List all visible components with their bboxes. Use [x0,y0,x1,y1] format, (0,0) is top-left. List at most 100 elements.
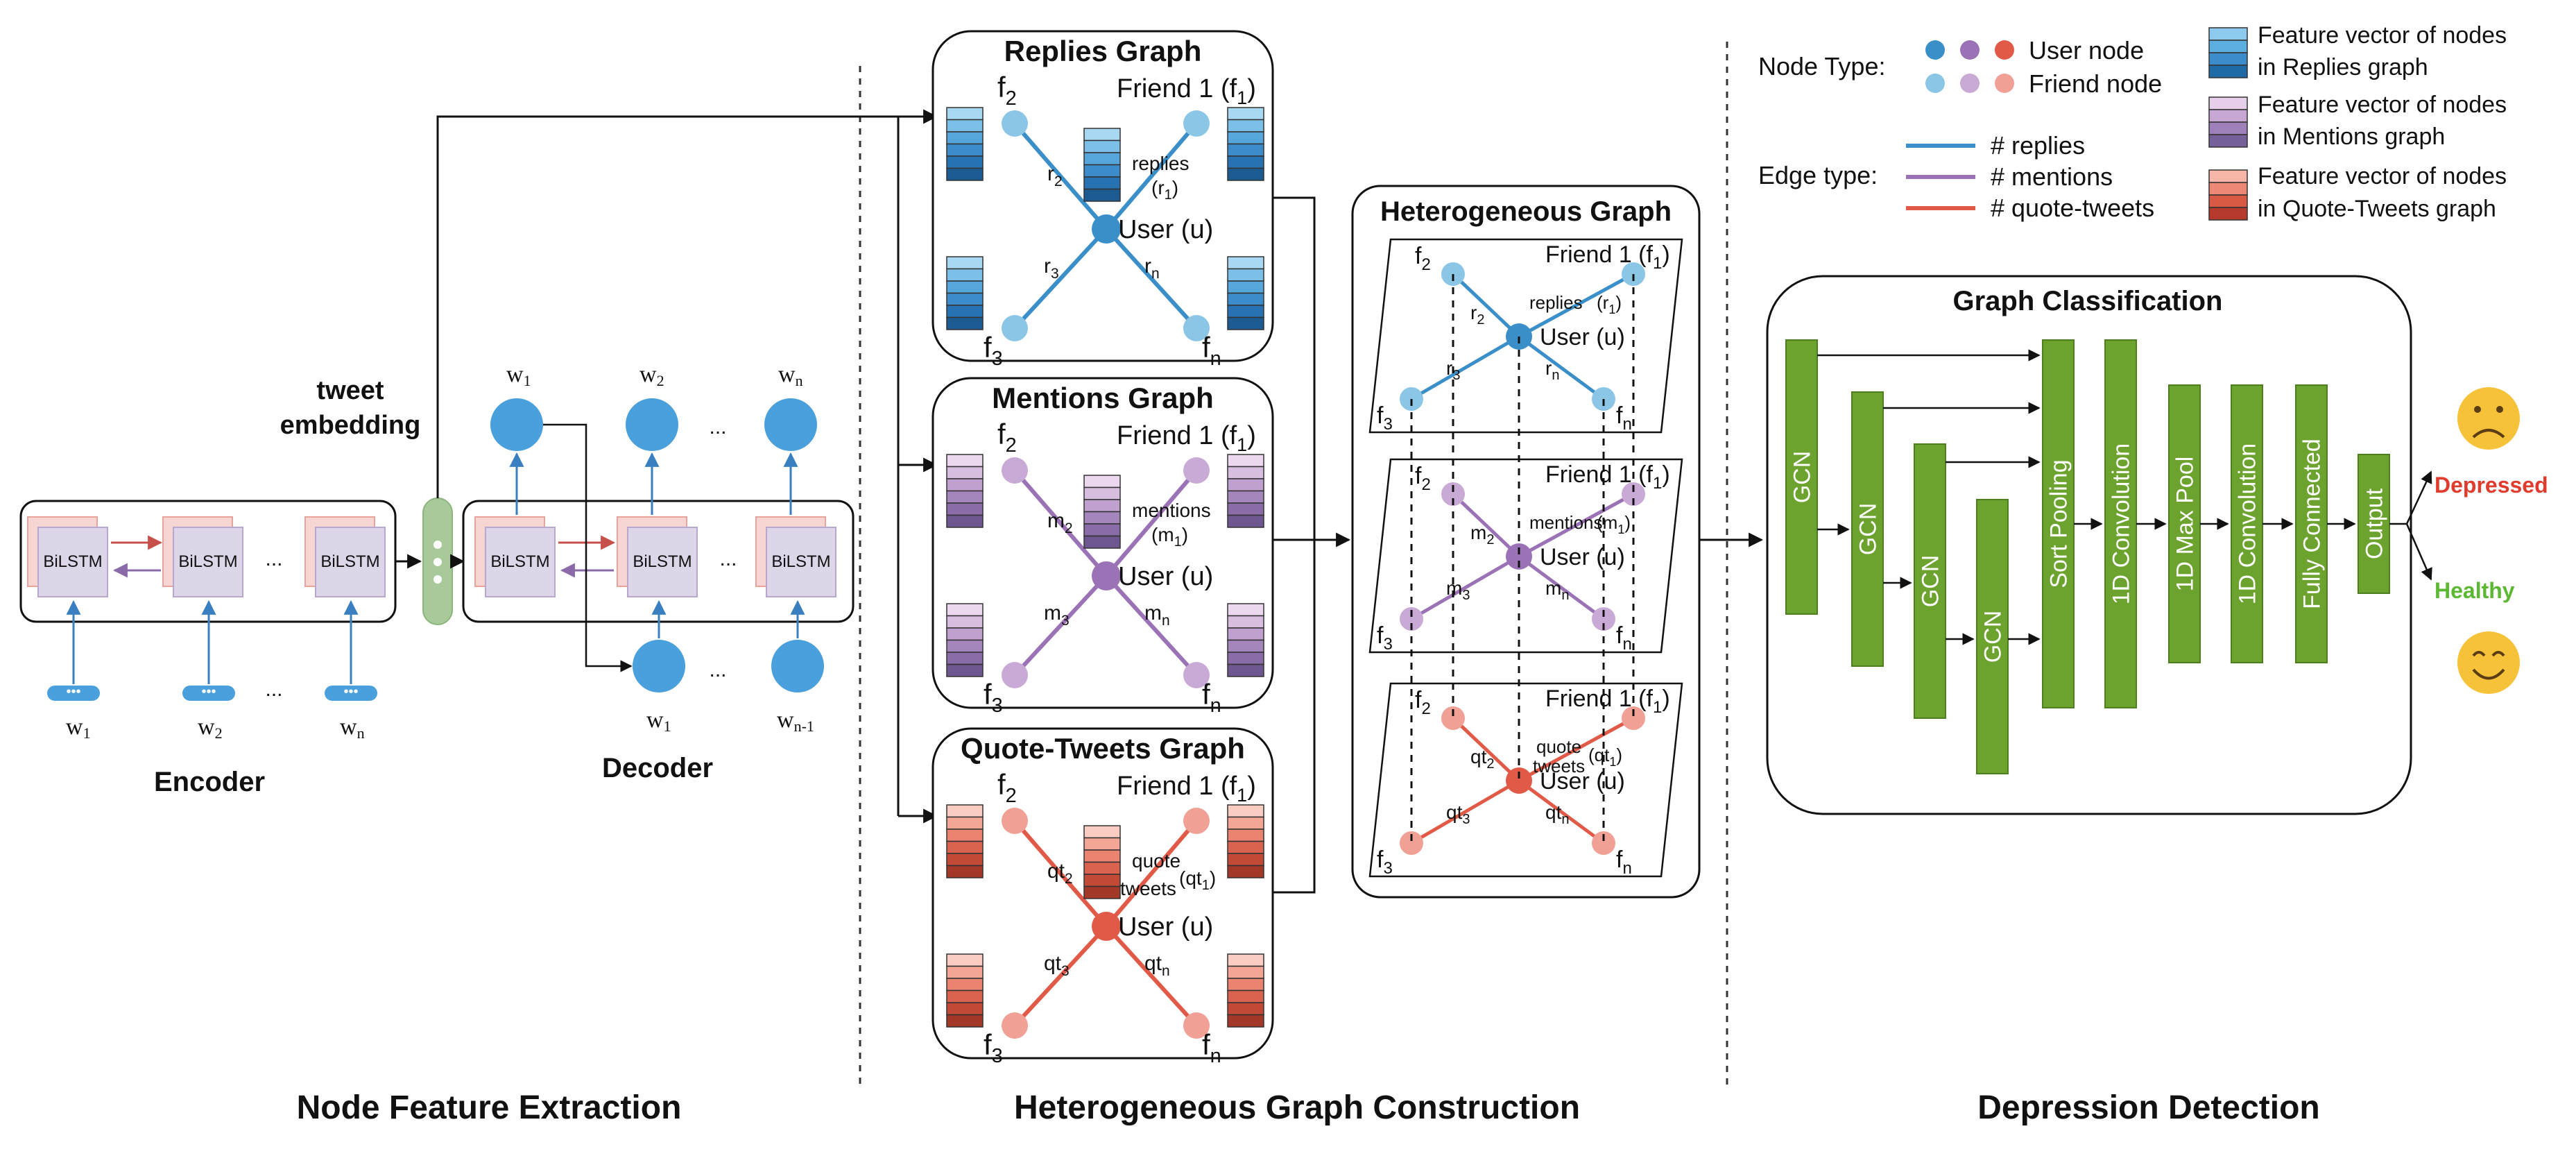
friend-node [1441,706,1465,730]
friend-node [1002,110,1028,137]
encoder-input-label: wn [340,714,365,742]
friend-label-f3: f3 [1377,402,1393,434]
edge-label-en: rn [1144,255,1160,282]
tweet-embedding: tweet embedding [280,109,938,625]
decoder-output-label: w1 [506,362,531,389]
classification-title: Graph Classification [1953,286,2223,316]
classification-layer-5: Sort Pooling [2042,339,2075,708]
edge-label-e2: qt2 [1047,860,1073,887]
svg-text:•••: ••• [343,684,358,699]
classification-layer-10: Output [2358,454,2390,594]
legend-fv-replies: Feature vector of nodes [2258,22,2507,49]
layer-label: GCN [1855,503,1882,556]
hetero-graph-title: Heterogeneous Graph [1380,196,1672,227]
friend-node [1183,315,1210,341]
friend-label-f2: f2 [1415,687,1431,718]
encoder-ellipsis: ... [265,547,282,570]
friend-node [1002,457,1028,484]
encoder-input-token-2: ••• w2 [182,600,235,742]
encoder-input-token-3: ••• wn [325,600,377,742]
decoder-output-node-1: w1 [490,362,543,515]
friend-label-fn: fn [1202,678,1221,717]
friend-label-f3: f3 [1377,847,1393,878]
decoder-output-ellipsis: ... [709,416,726,439]
friend-label-f1: Friend 1 (f1) [1117,421,1256,455]
edge-label-e3: r3 [1044,255,1059,282]
edge-label-e2: r2 [1470,302,1484,328]
layer-label: GCN [1980,611,2007,663]
decoder-cell-label: BiLSTM [633,552,692,571]
friend-label-f1: Friend 1 (f1) [1545,686,1670,717]
user-node [1506,767,1532,794]
layer-label: 1D Max Pool [2172,457,2199,592]
friend-node [1441,482,1465,506]
feature-vector-icon [1083,475,1121,549]
encoder-block: BiLSTM BiLSTM ... BiLSTM ••• w1 ••• w2 [19,500,397,797]
classification-layer-4: GCN [1976,499,2009,774]
friend-label-f1: Friend 1 (f1) [1117,772,1256,806]
friend-label-f3: f3 [984,1028,1003,1067]
classification-layer-2: GCN [1851,391,1884,667]
friend-node [1002,1012,1028,1039]
friend-node [1622,706,1645,730]
user-label: User (u) [1540,768,1625,794]
user-node [1506,543,1532,570]
edge-label-e1: (m1) [1151,524,1188,550]
friend-label-f2: f2 [1415,243,1431,274]
feature-vector-icon [1227,107,1264,181]
decoder-input-label: wn-1 [777,707,814,735]
legend-friend-node: Friend node [2029,69,2162,98]
friend-label-fn: fn [1616,402,1632,434]
feature-vector-icon [1227,454,1264,528]
legend-edge-mentions: # mentions [1991,162,2113,191]
friend-label-fn: fn [1616,622,1632,654]
legend-edge-quote-tweets: # quote-tweets [1991,194,2154,222]
friend-node [1400,607,1423,631]
friend-label-fn: fn [1616,847,1632,878]
friend-node [1002,662,1028,688]
decoder-input-ellipsis: ... [709,658,726,681]
layer-label: Fully Connected [2299,439,2326,609]
legend-fv-quote-2: in Quote-Tweets graph [2258,196,2496,222]
edge-word: mentions [1132,500,1211,521]
edge-label-e2: m2 [1047,509,1073,536]
decoder-ellipsis: ... [719,547,737,570]
user-node [1092,912,1121,941]
edge-label-e1: (qt1) [1588,745,1622,769]
svg-text:•••: ••• [201,684,216,699]
friend-node [1183,1012,1210,1039]
svg-text:•••: ••• [66,684,80,699]
friend-node [1592,607,1615,631]
edge-label-en: qtn [1545,801,1569,827]
encoder-input-label: w1 [66,714,91,742]
friend-label-f1: Friend 1 (f1) [1545,461,1670,493]
feature-vector-icon [946,256,984,330]
encoder-cell-1: BiLSTM [27,516,108,597]
decoder-cell-2: BiLSTM [617,516,698,597]
user-label: User (u) [1540,544,1625,570]
friend-node [1622,482,1645,506]
graph-title: Replies Graph [1004,35,1202,67]
layer-label: 1D Convolution [2235,443,2261,604]
decoder-input-node-2: wn-1 [771,600,824,735]
graphs-to-hetero-connectors [1273,196,1351,894]
edge-label-e2: r2 [1047,162,1063,189]
edge-word-2: tweets [1120,878,1176,899]
legend-fv-quote: Feature vector of nodes [2258,163,2507,189]
section-title-depression-detection: Depression Detection [1977,1089,2319,1126]
user-label: User (u) [1118,562,1213,591]
friend-label-f1: Friend 1 (f1) [1117,74,1256,108]
section-title-graph-construction: Heterogeneous Graph Construction [1014,1089,1580,1126]
edge-word: replies [1132,153,1189,174]
encoder-cell-label: BiLSTM [320,552,379,571]
